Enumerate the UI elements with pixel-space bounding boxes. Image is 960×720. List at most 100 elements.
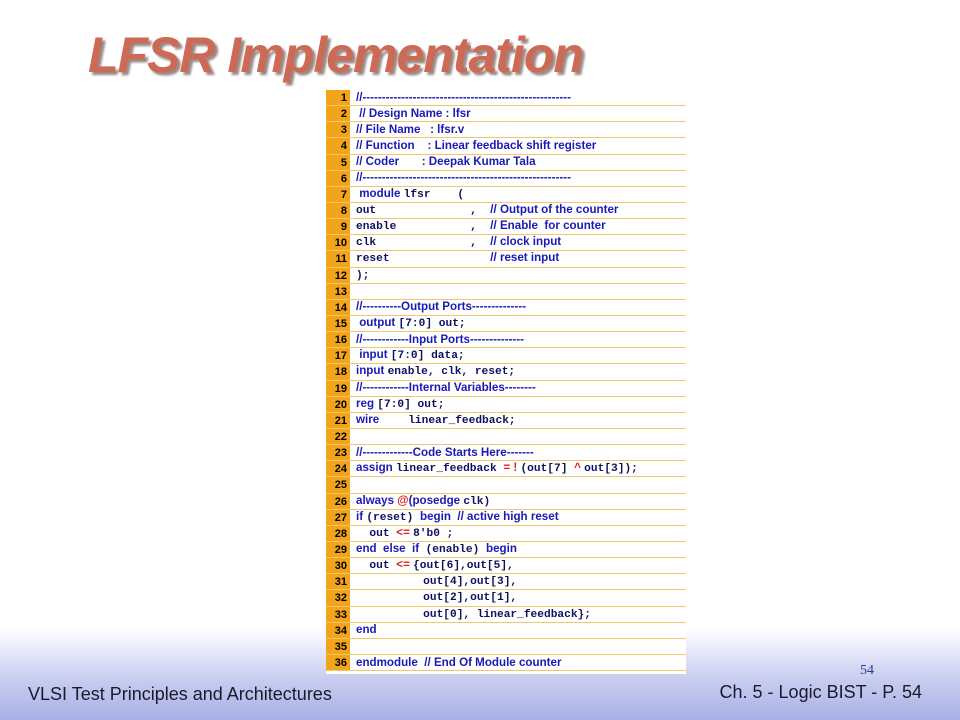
code-token: // Output of the counter xyxy=(490,203,619,217)
line-number: 19 xyxy=(326,380,350,396)
code-token: input xyxy=(356,364,388,378)
code-token: input xyxy=(356,348,391,362)
code-line: 28 out <= 8'b0 ; xyxy=(326,525,686,542)
code-text: out[0], linear_feedback}; xyxy=(356,606,591,623)
code-text: ); xyxy=(356,267,369,284)
code-token: reset xyxy=(356,253,491,266)
code-token: reg xyxy=(356,396,378,410)
code-line: 10 clk , // clock input xyxy=(326,234,686,252)
code-text: //-------------Code Starts Here------- xyxy=(356,445,534,461)
line-number: 12 xyxy=(326,267,350,283)
code-line: 8 out , // Output of the counter xyxy=(326,202,686,220)
code-line: 3 // File Name : lfsr.v xyxy=(326,122,686,139)
line-number: 22 xyxy=(326,428,350,445)
code-line: 27 if (reset) begin // active high reset xyxy=(326,509,686,526)
line-number: 3 xyxy=(326,122,350,138)
code-token: @ xyxy=(397,493,409,507)
code-text: // Function : Linear feedback shift regi… xyxy=(356,138,596,154)
code-token: ^ xyxy=(574,461,585,475)
code-token: // Enable for counter xyxy=(490,219,606,233)
code-token: out xyxy=(356,527,397,540)
code-token: // reset input xyxy=(490,251,560,265)
footer-chapter-label: Ch. 5 - Logic BIST - P. xyxy=(719,682,897,702)
line-number: 13 xyxy=(326,283,350,299)
code-token: assign xyxy=(356,461,396,475)
code-line: 12); xyxy=(326,267,686,284)
code-token: linear_feedback xyxy=(395,463,504,476)
code-token: out[2],out[1], xyxy=(356,592,518,605)
line-number: 28 xyxy=(326,525,350,541)
footer-chapter-page: Ch. 5 - Logic BIST - P. 54 xyxy=(720,682,922,703)
code-token: // clock input xyxy=(490,235,562,249)
line-number: 33 xyxy=(326,606,350,622)
line-number: 10 xyxy=(326,235,350,251)
line-number: 20 xyxy=(326,396,350,412)
line-number: 30 xyxy=(326,558,350,574)
footer-page-number: 54 xyxy=(901,682,922,702)
code-token: clk , xyxy=(356,237,491,250)
line-number: 6 xyxy=(326,170,350,186)
line-number: 26 xyxy=(326,493,350,509)
line-number: 25 xyxy=(326,477,350,493)
code-token: end else if xyxy=(356,542,426,556)
code-token: [7:0] out; xyxy=(398,318,466,331)
code-text: clk , // clock input xyxy=(356,234,561,251)
code-text: end xyxy=(356,622,377,638)
code-line: 19//------------Internal Variables------… xyxy=(326,380,686,397)
code-text: output [7:0] out; xyxy=(356,315,466,332)
code-text: //----------Output Ports-------------- xyxy=(356,299,526,315)
code-token: [7:0] out; xyxy=(377,398,445,411)
code-text: out , // Output of the counter xyxy=(356,202,618,219)
code-line: 1//-------------------------------------… xyxy=(326,90,686,107)
code-token: // Function : Linear feedback shift regi… xyxy=(356,139,597,152)
code-token: module xyxy=(356,186,404,200)
code-text: // File Name : lfsr.v xyxy=(356,122,464,138)
line-number: 36 xyxy=(326,654,350,671)
code-token: always xyxy=(356,493,398,507)
code-token: wire xyxy=(356,412,409,426)
code-line: 30 out <= {out[6],out[5], xyxy=(326,558,686,575)
code-token: //-------------Code Starts Here------- xyxy=(356,445,534,459)
code-line: 6//-------------------------------------… xyxy=(326,170,686,187)
code-line: 17 input [7:0] data; xyxy=(326,348,686,365)
code-text: if (reset) begin // active high reset xyxy=(356,509,559,526)
code-line: 20 reg [7:0] out; xyxy=(326,396,686,413)
code-text: always @(posedge clk) xyxy=(356,493,490,510)
code-text: end else if (enable) begin xyxy=(356,541,517,558)
code-line: 5// Coder : Deepak Kumar Tala xyxy=(326,154,686,171)
code-line: 26 always @(posedge clk) xyxy=(326,493,686,510)
line-number: 24 xyxy=(326,461,350,477)
code-token: endmodule xyxy=(356,655,425,669)
code-token: clk) xyxy=(463,495,491,508)
code-token: linear_feedback; xyxy=(408,414,516,427)
code-text: out[2],out[1], xyxy=(356,589,517,606)
code-token: // Coder : Deepak Kumar Tala xyxy=(356,155,536,169)
code-token: = ! xyxy=(503,461,521,475)
line-number: 18 xyxy=(326,364,350,380)
code-text: out[4],out[3], xyxy=(356,573,517,590)
code-token: (posedge xyxy=(408,493,464,507)
code-line: 7 module lfsr ( xyxy=(326,186,686,203)
code-line: 33 out[0], linear_feedback}; xyxy=(326,606,686,623)
line-number: 29 xyxy=(326,541,350,558)
code-token: (reset) xyxy=(366,511,421,524)
line-number: 14 xyxy=(326,299,350,315)
line-number: 8 xyxy=(326,202,350,219)
code-line: 23//-------------Code Starts Here------- xyxy=(326,445,686,462)
line-number: 11 xyxy=(326,251,350,267)
code-token: begin xyxy=(420,509,458,523)
code-token: begin xyxy=(486,542,517,556)
code-line: 32 out[2],out[1], xyxy=(326,589,686,607)
code-token: 8'b0 ; xyxy=(413,527,454,540)
code-line: 35 xyxy=(326,638,686,655)
code-text: // Design Name : lfsr xyxy=(356,106,470,122)
line-number: 27 xyxy=(326,509,350,525)
code-token: output xyxy=(356,316,399,330)
code-token: if xyxy=(356,509,367,523)
code-token: ); xyxy=(356,269,370,282)
code-line: 22 xyxy=(326,428,686,446)
